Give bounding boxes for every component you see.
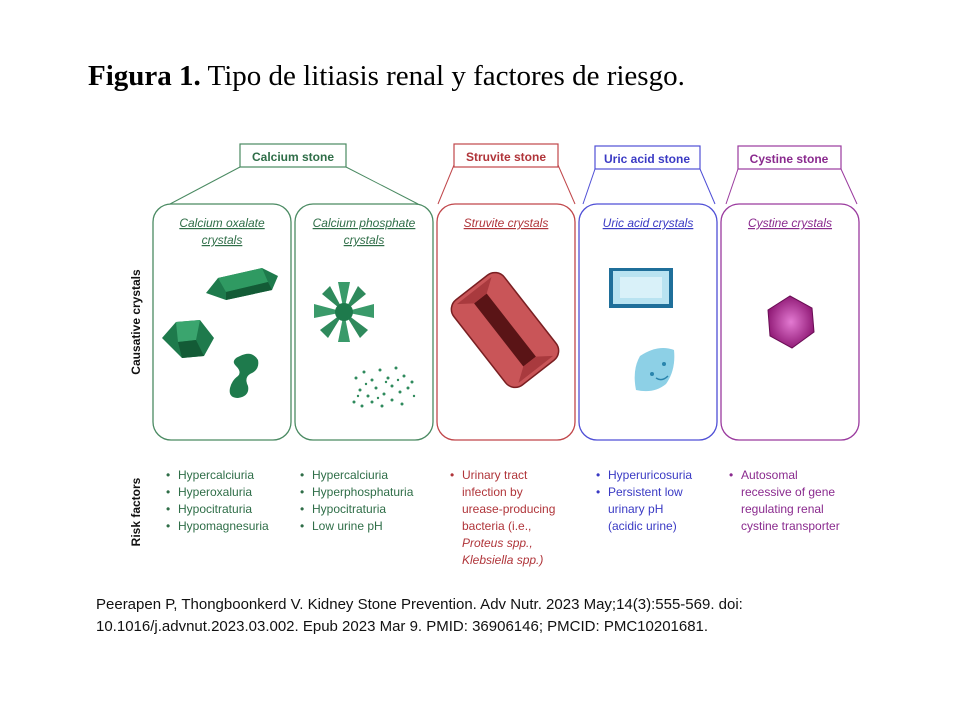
bullet: • [300,468,304,482]
crystal-label-uric: Uric acid crystals [603,216,694,230]
bullet: • [729,468,733,482]
risk-list-ca-phosphate: • Hypercalciuria • Hyperphosphaturia • H… [300,468,414,533]
crystal-label-struvite: Struvite crystals [464,216,549,230]
connector-lines [170,165,857,204]
axis-label-risk: Risk factors [129,477,143,546]
crystal-label-ca-oxalate-2: crystals [202,233,243,247]
risk-item: Hypocitraturia [178,502,252,516]
stone-header-cystine-label: Cystine stone [750,152,829,166]
risk-item: Low urine pH [312,519,383,533]
risk-item: regulating renal [741,502,824,516]
risk-list-cystine: • Autosomal recessive of gene regulating… [729,468,840,533]
risk-list-ca-oxalate: • Hypercalciuria • Hyperoxaluria • Hypoc… [166,468,269,533]
risk-item: Autosomal [741,468,798,482]
panel-calcium-phosphate: Calcium phosphate crystals [295,204,433,440]
bullet: • [166,519,170,533]
risk-item: Persistent low [608,485,683,499]
risk-item: Hypercalciuria [178,468,254,482]
stone-header-uric: Uric acid stone [595,146,700,169]
crystal-label-ca-phosphate-1: Calcium phosphate [313,216,416,230]
stone-header-calcium: Calcium stone [240,144,346,167]
risk-item: urinary pH [608,502,663,516]
stone-header-calcium-label: Calcium stone [252,150,334,164]
risk-item: bacteria (i.e., [462,519,531,533]
risk-item: Hypercalciuria [312,468,388,482]
stone-header-struvite-label: Struvite stone [466,150,546,164]
risk-item: Hypomagnesuria [178,519,269,533]
citation-line-1: Peerapen P, Thongboonkerd V. Kidney Ston… [96,594,886,616]
citation: Peerapen P, Thongboonkerd V. Kidney Ston… [96,594,886,638]
stone-header-cystine: Cystine stone [738,146,841,169]
bullet: • [596,485,600,499]
risk-item: Hyperoxaluria [178,485,252,499]
risk-item: Proteus spp., [462,536,533,550]
risk-item: urease-producing [462,502,555,516]
axis-label-causative: Causative crystals [129,269,143,375]
crystal-label-ca-phosphate-2: crystals [344,233,385,247]
stone-header-uric-label: Uric acid stone [604,152,690,166]
risk-item: recessive of gene [741,485,835,499]
risk-item: Klebsiella spp.) [462,553,543,567]
bullet: • [166,502,170,516]
bullet: • [300,519,304,533]
crystal-label-ca-oxalate-1: Calcium oxalate [179,216,265,230]
stone-header-struvite: Struvite stone [454,144,558,167]
panel-calcium-oxalate: Calcium oxalate crystals [153,204,291,440]
risk-item: Hypocitraturia [312,502,386,516]
risk-list-uric: • Hyperuricosuria • Persistent low urina… [596,468,692,533]
bullet: • [166,468,170,482]
risk-item: Hyperphosphaturia [312,485,414,499]
risk-item: Hyperuricosuria [608,468,692,482]
bullet: • [166,485,170,499]
citation-line-2: 10.1016/j.advnut.2023.03.002. Epub 2023 … [96,616,886,638]
risk-list-struvite: • Urinary tract infection by urease-prod… [450,468,555,567]
panel-uric-acid: Uric acid crystals [579,204,717,440]
bullet: • [596,468,600,482]
risk-item: Urinary tract [462,468,528,482]
bullet: • [450,468,454,482]
risk-item: (acidic urine) [608,519,677,533]
bullet: • [300,502,304,516]
crystal-label-cystine: Cystine crystals [748,216,832,230]
risk-item: infection by [462,485,523,499]
bullet: • [300,485,304,499]
risk-item: cystine transporter [741,519,840,533]
